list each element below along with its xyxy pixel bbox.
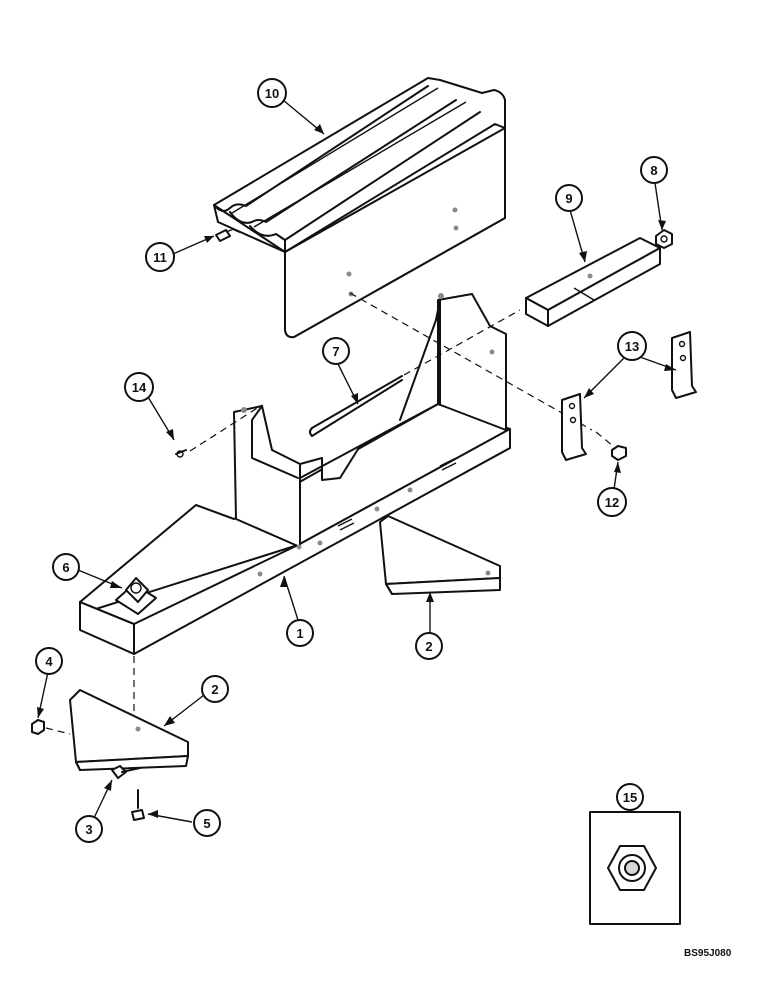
svg-text:11: 11 [153,250,167,265]
callout-15: 15 [616,783,644,811]
part-14-pin [175,449,187,458]
callout-1: 1 [286,619,314,647]
part-9-channel [525,237,661,327]
part-7-rod [309,375,403,437]
reference-code: BS95J080 [684,948,732,959]
callout-9: 9 [555,184,583,212]
svg-text:7: 7 [332,344,339,359]
part-2-support-right [379,515,501,595]
part-2-support-left [69,689,189,771]
svg-text:2: 2 [425,639,432,654]
callout-4: 4 [35,647,63,675]
svg-text:3: 3 [85,822,92,837]
svg-text:10: 10 [265,86,279,101]
leader-13-to-12 [595,431,619,451]
svg-text:8: 8 [650,163,657,178]
callout-12: 12 [597,487,627,517]
part-1-frame [79,293,511,655]
svg-text:2: 2 [211,682,218,697]
callout-2-right: 2 [415,632,443,660]
svg-text:14: 14 [132,380,147,395]
part-12-nut [611,445,627,461]
callout-7: 7 [322,337,350,365]
svg-text:12: 12 [605,495,619,510]
callout-11: 11 [145,242,175,272]
svg-text:13: 13 [625,339,639,354]
callout-6: 6 [52,553,80,581]
svg-text:5: 5 [203,816,210,831]
arrowheads [37,124,676,818]
part-11-screw [215,228,235,242]
part-6-clip [115,577,157,615]
part-4-nut [31,719,45,735]
callout-10: 10 [257,78,287,108]
leader-11-cover [233,229,283,251]
part-10-cover [213,77,506,339]
callout-3: 3 [75,815,103,843]
part-13-bracket-right [671,331,697,399]
callout-13: 13 [617,331,647,361]
part-3-bolt [111,765,141,779]
callout-14: 14 [124,372,154,402]
callout-5: 5 [193,809,221,837]
svg-text:1: 1 [296,626,303,641]
callout-2-left: 2 [201,675,229,703]
svg-text:9: 9 [565,191,572,206]
callout-8: 8 [640,156,668,184]
svg-text:4: 4 [45,654,53,669]
leader-cover-to-13 [349,292,593,431]
part-5-bolt [131,789,145,821]
leader-4-bracket [45,727,71,735]
leader-rod-to-9 [403,309,521,376]
part-15-detail-box [589,811,681,925]
leader-14-frame [189,404,263,452]
part-13-bracket-left [561,393,587,461]
svg-text:6: 6 [62,560,69,575]
svg-text:15: 15 [623,790,637,805]
part-8-nut [655,229,673,249]
